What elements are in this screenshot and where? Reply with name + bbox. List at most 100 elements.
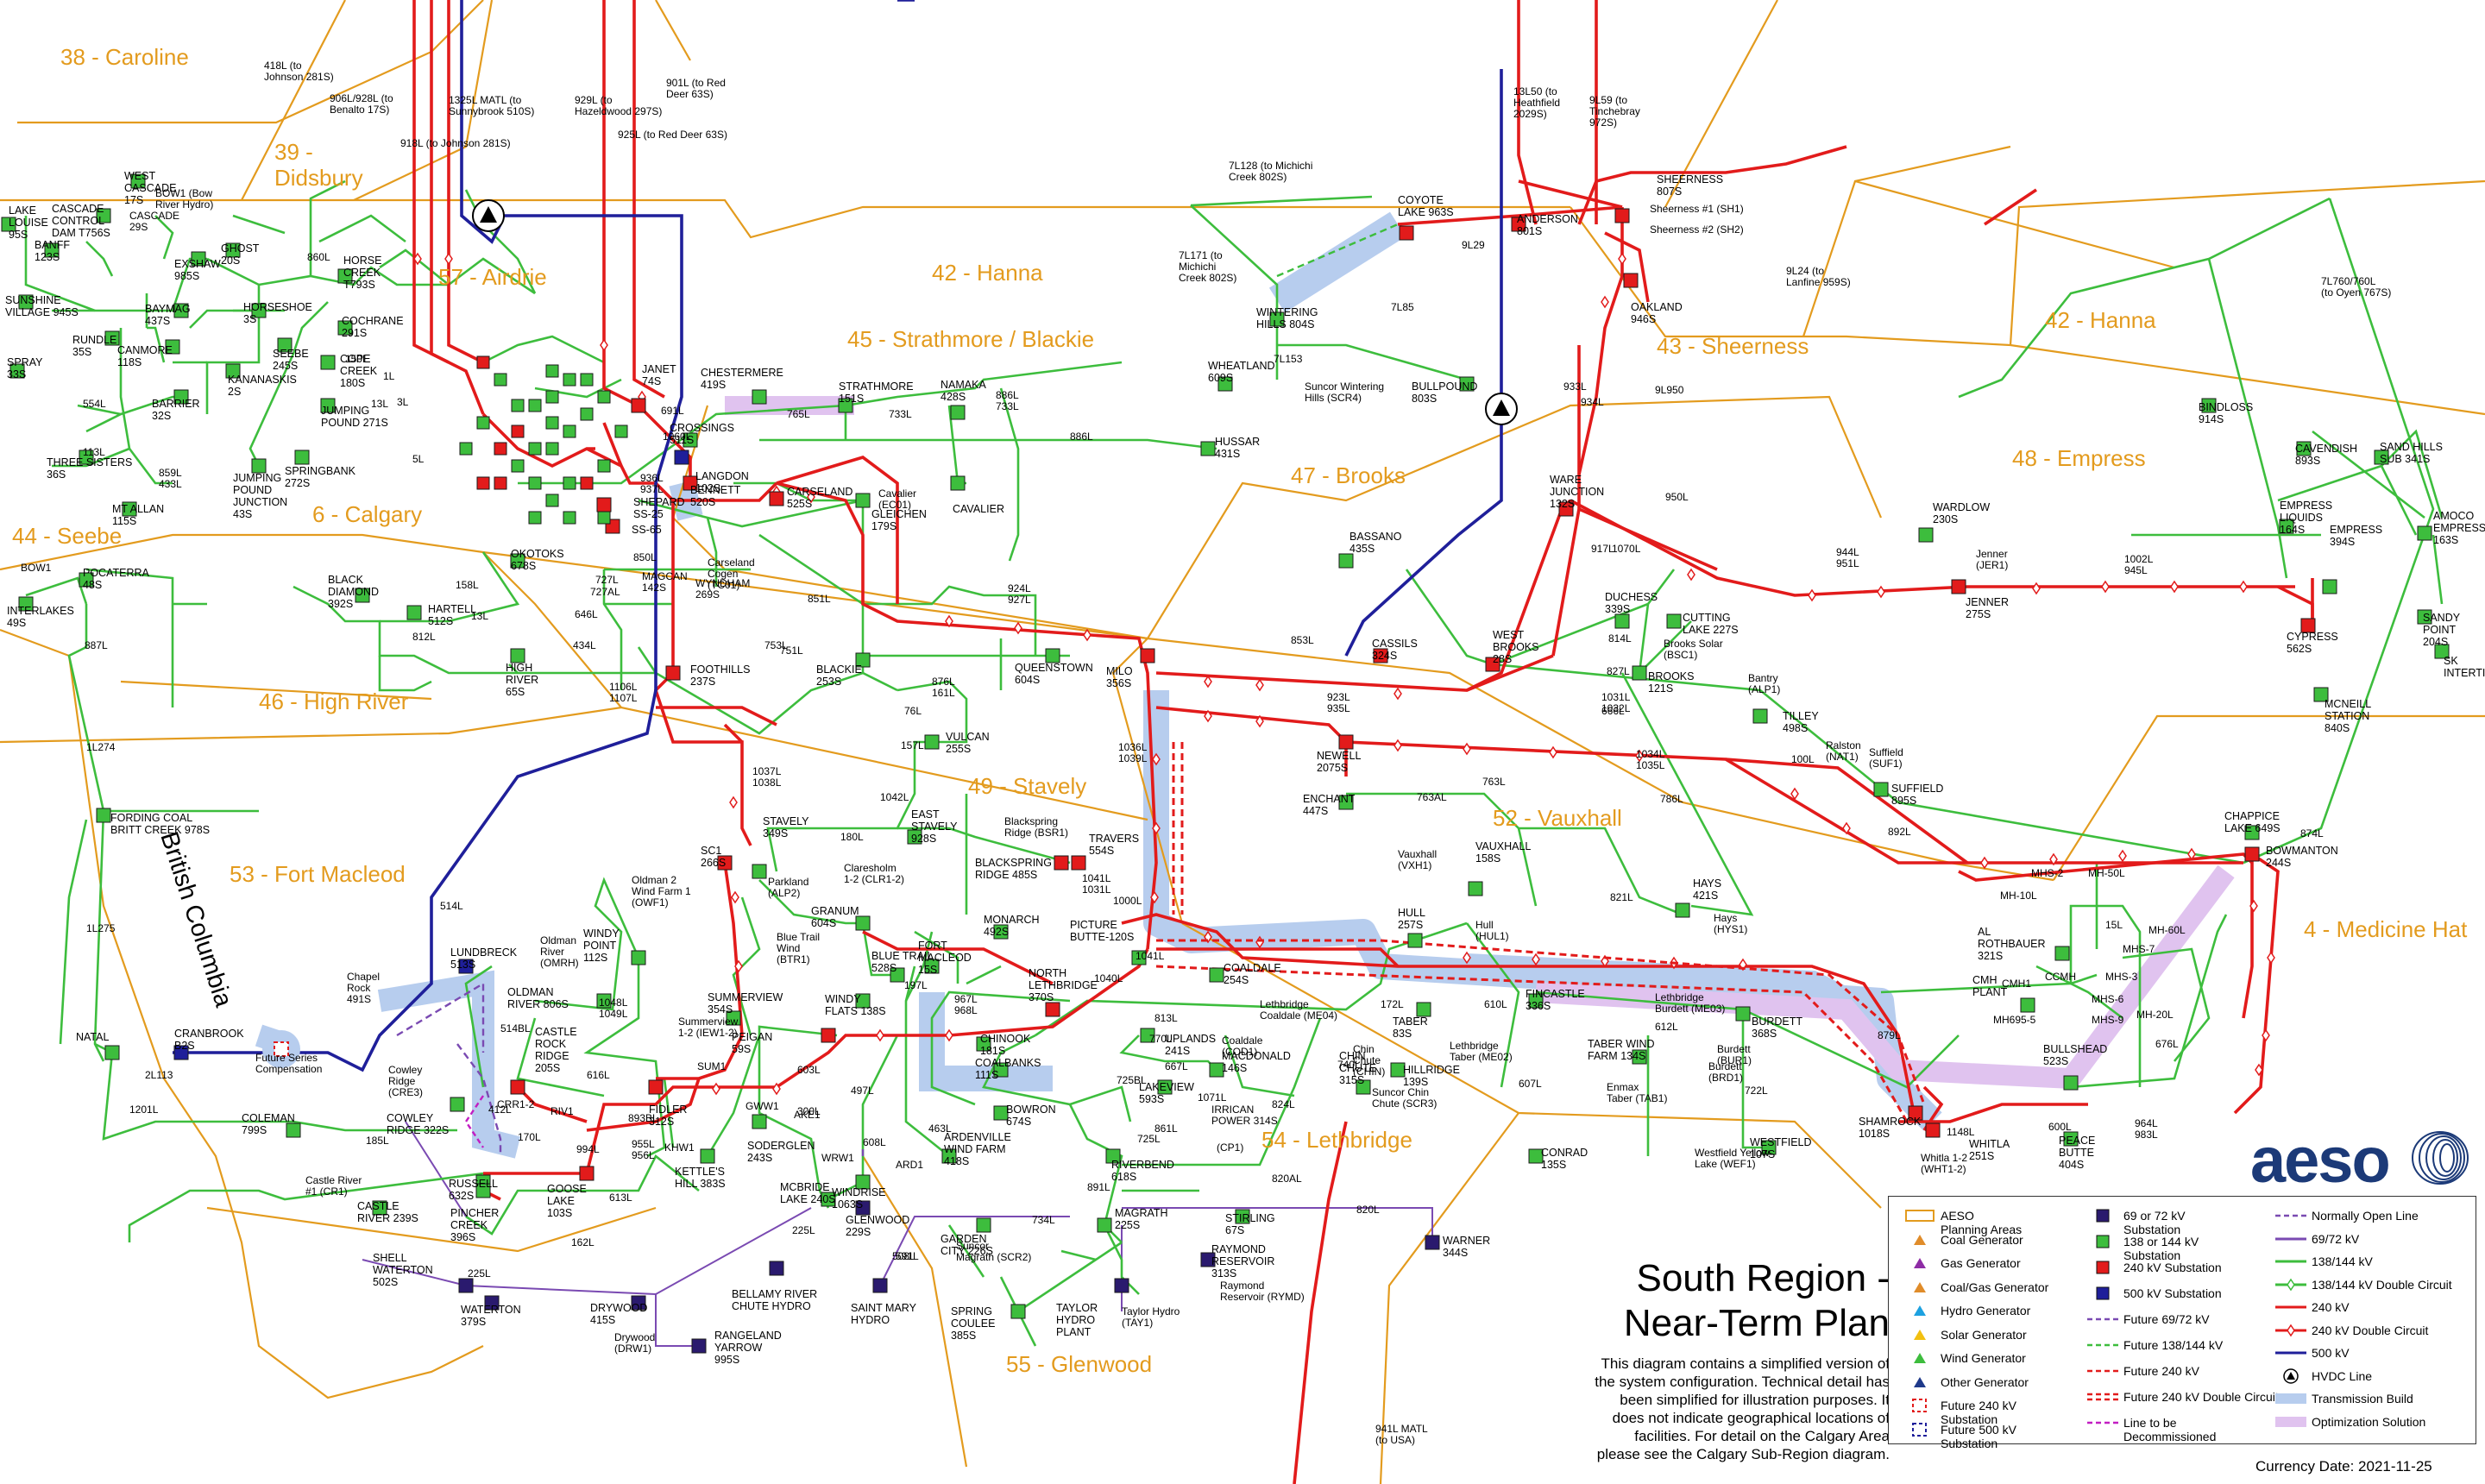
double-circuit-marker: [877, 1030, 884, 1041]
substation-marker: [459, 1279, 473, 1292]
transmission-line-label: 820L: [1356, 1204, 1380, 1216]
planning-area-label: 38 - Caroline: [60, 44, 189, 70]
transmission-line-label: 923L935L: [1327, 691, 1350, 714]
substation-marker: [1615, 614, 1629, 628]
double-circuit-marker: [1688, 569, 1695, 580]
generator-label: Sheerness #2 (SH2): [1650, 223, 1744, 236]
substation-marker: [1141, 649, 1154, 663]
substation-marker: [1919, 528, 1933, 542]
transmission-line-label: 924L927L: [1008, 582, 1031, 606]
substation-label: OAKLAND946S: [1631, 301, 1683, 325]
planning-area-label: 46 - High River: [259, 689, 409, 714]
legend-symbol: [2275, 1299, 2306, 1315]
legend-label: 138 or 144 kV Substation: [2123, 1235, 2199, 1262]
substation-marker: [692, 1339, 706, 1353]
generator-label: Claresholm1-2 (CLR1-2): [844, 862, 904, 885]
legend-symbol: [2087, 1337, 2118, 1353]
transmission-line-label: 727AL: [590, 586, 620, 598]
substation-label: WATERTON379S: [461, 1304, 521, 1328]
legend-label: 240 kV Substation: [2123, 1261, 2222, 1274]
generator-label: CASCADE29S: [129, 210, 179, 233]
substation-label: BARRIER32S: [152, 398, 200, 422]
transmission-line-label: 1060L: [663, 431, 692, 443]
substation-marker: [1425, 1236, 1439, 1249]
transmission-line-label: 412L: [488, 1104, 512, 1116]
substation-marker: [1469, 882, 1482, 896]
generator-label: 15L: [2105, 919, 2123, 931]
transmission-line-label: 100L: [1791, 753, 1815, 765]
planning-area-label: 55 - Glenwood: [1006, 1351, 1152, 1377]
legend-label: Future 138/144 kV: [2123, 1338, 2223, 1352]
substation-marker: [951, 476, 965, 490]
substation-label: BENNETT520S: [690, 484, 741, 508]
substation-marker: [1624, 274, 1638, 287]
substation-label: SHELLWATERTON502S: [373, 1252, 433, 1288]
transmission-line-label: 676L: [2155, 1038, 2179, 1050]
substation-marker: [1046, 1003, 1060, 1016]
legend-symbol: [2275, 1368, 2306, 1384]
legend-label: Wind Generator: [1941, 1351, 2026, 1365]
substation-label: BANFF123S: [35, 239, 70, 263]
transmission-line-label: 514BL: [500, 1022, 531, 1034]
substation-marker: [770, 1261, 783, 1275]
legend-label: Line to be Decommissioned: [2123, 1416, 2216, 1443]
planning-area-label: 39 -Didsbury: [274, 139, 363, 191]
substation-label: RUNDLE35S: [72, 334, 116, 358]
transmission-line-label: 610L: [1484, 998, 1507, 1010]
substation-marker: [581, 477, 593, 489]
substation-marker: [1408, 934, 1422, 947]
transmission-line-label: 955L956L: [632, 1138, 655, 1161]
double-circuit-marker: [1981, 858, 1988, 868]
substation-label: COWLEYRIDGE 322S: [387, 1112, 449, 1136]
planning-area-labels: 38 - Caroline39 -Didsbury57 - Airdrie42 …: [12, 44, 2468, 1377]
generator-label: Hull(HUL1): [1475, 919, 1509, 942]
transmission-line-label: 180L: [840, 831, 864, 843]
substation-label: SPRAY33S: [7, 356, 43, 380]
substations: [2, 174, 2449, 1353]
substation-marker: [598, 512, 610, 524]
transmission-line-label: 1036L1039L: [1118, 741, 1148, 764]
substation-marker: [1339, 554, 1353, 568]
transmission-line-label: 827L: [1607, 665, 1630, 677]
generator-label: Jenner(JER1): [1976, 548, 2008, 571]
substation-marker: [2055, 946, 2069, 960]
transmission-line-label: 2L113: [145, 1069, 173, 1081]
substation-marker: [1011, 1305, 1025, 1318]
substation-label: BLACKDIAMOND392S: [328, 574, 379, 610]
generator-label: OldmanRiver(OMRH): [540, 934, 579, 969]
substation-label: CAVALIER: [953, 503, 1004, 515]
legend-panel: AESO Planning AreasCoal GeneratorGas Gen…: [1888, 1196, 2476, 1444]
substation-marker: [563, 425, 576, 437]
legend-symbol: [1904, 1374, 1935, 1390]
transmission-line-label: 646L: [575, 608, 598, 620]
substation-label: FORDING COALBRITT CREEK 978S: [110, 812, 210, 836]
transmission-line-label: 1041L1031L: [1082, 872, 1111, 896]
transmission-line-label: 9L29: [1462, 239, 1485, 251]
substation-label: HORSECREEKT793S: [343, 255, 381, 291]
substation-label: CASTLEROCKRIDGE205S: [535, 1026, 577, 1074]
transmission-line-label: 158L: [456, 579, 479, 591]
transmission-line-label: 763L: [1482, 776, 1506, 788]
substation-marker: [1115, 1279, 1129, 1292]
transmission-line-label: 13L50 (toHeathfield2029S): [1513, 85, 1560, 120]
transmission-line-label: 925L (to Red Deer 63S): [618, 129, 727, 141]
legend-symbol: [1904, 1280, 1935, 1295]
double-circuit-marker: [601, 340, 607, 350]
substation-label: BULLPOUND803S: [1412, 380, 1477, 405]
substation-label: RIVERBEND618S: [1111, 1159, 1174, 1183]
substation-label: KANANASKIS2S: [228, 374, 297, 398]
transmission-line-label: 1148L: [1947, 1126, 1975, 1138]
substation-marker: [494, 443, 506, 455]
substation-marker: [1633, 666, 1646, 680]
transmission-line-label: 1106L1107L: [609, 681, 638, 704]
legend-symbol: [2087, 1234, 2118, 1249]
